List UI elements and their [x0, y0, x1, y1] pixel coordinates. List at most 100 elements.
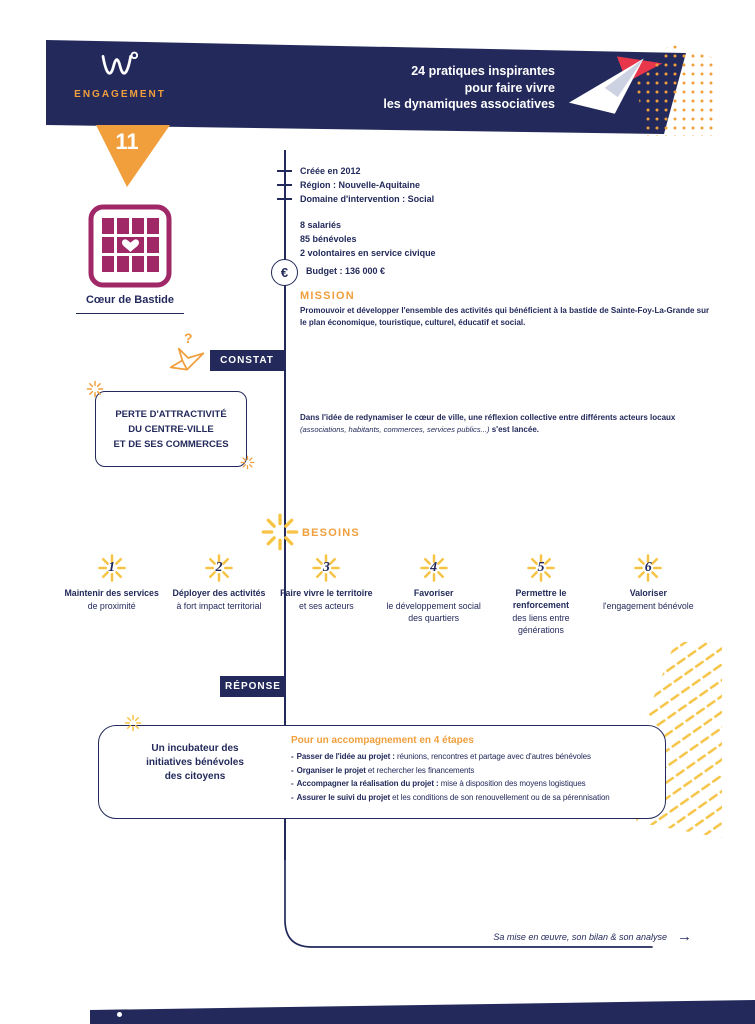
timeline-tick	[277, 198, 292, 200]
org-facts: Créée en 2012 Région : Nouvelle-Aquitain…	[300, 164, 434, 206]
constat-box-line: DU CENTRE-VILLE	[128, 423, 214, 435]
sparkle-icon	[240, 455, 255, 470]
besoin-subtitle: l'engagement bénévole	[602, 601, 694, 611]
incubator-title-line: initiatives bénévoles	[146, 757, 244, 768]
stat-item: 85 bénévoles	[300, 234, 357, 244]
fact-item: Domaine d'intervention : Social	[300, 194, 435, 204]
besoin-item: 4 Favoriser le développement social des …	[380, 553, 487, 636]
bullet-dash: -	[291, 792, 294, 802]
header-title-line: les dynamiques associatives	[383, 97, 555, 111]
issue-number: 11	[115, 129, 139, 154]
besoins-list: 1 Maintenir des services de proximité 2 …	[58, 553, 702, 636]
steps-title: Pour un accompagnement en 4 étapes	[291, 735, 474, 746]
next-section-text: Sa mise en œuvre, son bilan & son analys…	[493, 932, 667, 942]
timeline-tick	[277, 184, 292, 186]
steps-list: Pour un accompagnement en 4 étapes -Pass…	[291, 735, 661, 804]
arrow-icon: →	[677, 928, 692, 945]
sparkle-icon	[124, 714, 142, 732]
besoin-title: Maintenir des services	[64, 588, 159, 598]
heart-icon	[122, 239, 139, 252]
besoin-title: Déployer des activités	[172, 588, 266, 598]
stat-item: 8 salariés	[300, 220, 342, 230]
next-section-link[interactable]: Sa mise en œuvre, son bilan & son analys…	[380, 928, 692, 945]
besoin-number: 4	[430, 560, 438, 575]
header-title: 24 pratiques inspirantes pour faire vivr…	[280, 63, 555, 113]
constat-text-start: Dans l'idée de redynamiser le cœur de vi…	[300, 413, 676, 422]
brand-logo-icon	[101, 51, 139, 75]
step-rest: et les conditions de son renouvellement …	[390, 792, 610, 802]
constat-text-italic: (associations, habitants, commerces, ser…	[300, 425, 490, 434]
constat-text-end: s'est lancée.	[489, 425, 539, 434]
bullet-dash: -	[291, 765, 294, 775]
step-rest: mise à disposition des moyens logistique…	[438, 779, 586, 788]
besoin-subtitle: à fort impact territorial	[176, 601, 262, 611]
step-bold: Assurer le suivi du projet	[296, 792, 391, 802]
besoin-item: 1 Maintenir des services de proximité	[58, 553, 165, 636]
header-banner	[46, 40, 686, 134]
reponse-label: RÉPONSE	[220, 676, 286, 697]
besoin-item: 3 Faire vivre le territoire et ses acteu…	[273, 553, 380, 636]
footer-dot-icon	[117, 1012, 122, 1017]
besoin-item: 5 Permettre le renforcement des liens en…	[487, 553, 594, 636]
besoin-number: 6	[644, 560, 652, 575]
besoin-number: 5	[537, 560, 545, 575]
besoin-subtitle: des liens entre générations	[512, 613, 570, 635]
step-item: -Organiser le projet et rechercher les f…	[291, 764, 661, 778]
org-logo	[88, 204, 172, 288]
step-bold: Organiser le projet	[296, 765, 366, 775]
fact-item: Région : Nouvelle-Aquitaine	[300, 180, 421, 190]
besoin-title: Faire vivre le territoire	[280, 588, 373, 598]
besoin-subtitle: et ses acteurs	[298, 601, 354, 611]
step-rest: réunions, rencontres et partage avec d'a…	[394, 752, 591, 761]
sparkle-icon	[86, 380, 104, 398]
paper-plane-icon	[569, 56, 663, 114]
constat-box-line: ET DE SES COMMERCES	[113, 438, 229, 450]
besoin-subtitle: de proximité	[87, 601, 136, 611]
besoin-subtitle: le développement social des quartiers	[386, 601, 481, 623]
timeline-line	[284, 150, 286, 860]
reponse-box: Un incubateur des initiatives bénévoles …	[98, 725, 666, 819]
dots-decoration-icon	[636, 44, 714, 136]
euro-symbol: €	[280, 265, 289, 280]
org-name: Cœur de Bastide	[76, 294, 184, 314]
euro-icon: €	[271, 259, 298, 286]
budget: Budget : 136 000 €	[306, 266, 386, 276]
besoin-title: Permettre le renforcement	[512, 588, 570, 610]
constat-label: CONSTAT	[210, 350, 284, 371]
sunburst-icon	[261, 513, 299, 551]
besoin-number: 2	[215, 560, 223, 575]
besoin-number: 1	[108, 560, 116, 575]
besoin-title: Favoriser	[413, 588, 454, 598]
mission-text: Promouvoir et développer l'ensemble des …	[300, 306, 710, 327]
incubator-title: Un incubateur des initiatives bénévoles …	[115, 742, 275, 784]
org-stats: 8 salariés 85 bénévoles 2 volontaires en…	[300, 218, 436, 260]
stat-item: 2 volontaires en service civique	[300, 248, 436, 258]
flow-curve-line	[284, 859, 653, 948]
step-item: -Passer de l'idée au projet : réunions, …	[291, 750, 661, 764]
incubator-title-line: Un incubateur des	[151, 743, 239, 754]
bullet-dash: -	[291, 779, 294, 788]
besoin-item: 2 Déployer des activités à fort impact t…	[165, 553, 272, 636]
mission-heading: MISSION	[300, 290, 355, 302]
header-title-line: pour faire vivre	[464, 80, 555, 95]
dove-icon	[169, 347, 205, 371]
footer-bar	[90, 1000, 755, 1024]
step-item: -Assurer le suivi du projet et les condi…	[291, 791, 661, 805]
header-title-line: 24 pratiques inspirantes	[411, 64, 555, 78]
besoin-number: 3	[322, 560, 330, 575]
step-item: -Accompagner la réalisation du projet : …	[291, 777, 661, 791]
constat-box: PERTE D'ATTRACTIVITÉ DU CENTRE-VILLE ET …	[95, 391, 247, 467]
besoin-title: Valoriser	[629, 588, 667, 598]
incubator-title-line: des citoyens	[164, 771, 226, 782]
besoin-item: 6 Valoriser l'engagement bénévole	[595, 553, 702, 636]
timeline-tick	[277, 170, 292, 172]
brand: ENGAGEMENT	[60, 50, 180, 100]
step-bold: Passer de l'idée au projet :	[296, 752, 395, 761]
step-bold: Accompagner la réalisation du projet :	[296, 779, 439, 788]
step-rest: et rechercher les financements	[365, 765, 475, 775]
besoins-heading: BESOINS	[302, 527, 360, 539]
question-mark: ?	[184, 330, 193, 346]
constat-box-line: PERTE D'ATTRACTIVITÉ	[115, 408, 227, 420]
brand-name: ENGAGEMENT	[74, 89, 166, 100]
